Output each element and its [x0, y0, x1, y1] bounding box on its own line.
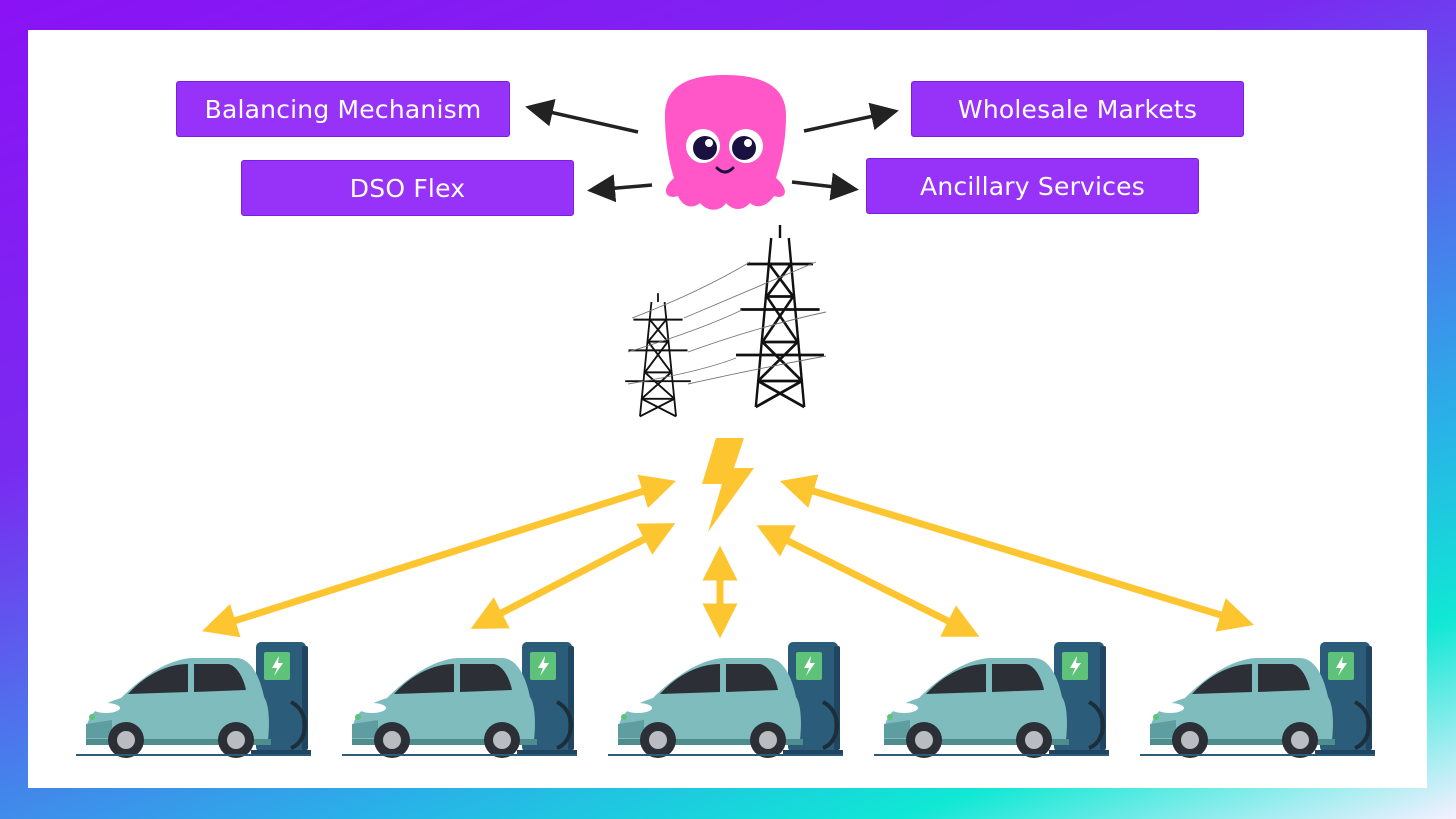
ev-charging-car-3: [606, 640, 845, 760]
arrow-to-wholesale: [803, 102, 899, 133]
dso-flex-box: DSO Flex: [241, 160, 574, 216]
octopus-mascot-icon: [665, 75, 786, 210]
lightning-bolt-icon: [702, 438, 754, 532]
energy-flow-arrows: [201, 474, 1255, 639]
ancillary-services-box: Ancillary Services: [866, 158, 1199, 214]
ev-charging-car-1: [74, 640, 313, 760]
arrow-to-dso: [587, 174, 653, 203]
arrow-to-balancing: [525, 98, 639, 134]
ev-charging-car-5: [1138, 640, 1377, 760]
wholesale-markets-box: Wholesale Markets: [911, 81, 1244, 137]
power-pylons-icon: [624, 223, 827, 418]
balancing-mechanism-box: Balancing Mechanism: [176, 81, 510, 137]
arrow-to-ancillary: [791, 172, 859, 201]
energy-arrow-4: [756, 525, 980, 637]
energy-arrow-2: [470, 523, 676, 629]
ev-charging-car-4: [872, 640, 1111, 760]
ev-charging-car-2: [340, 640, 579, 760]
energy-arrow-5: [779, 474, 1255, 632]
energy-arrow-1: [201, 474, 677, 638]
